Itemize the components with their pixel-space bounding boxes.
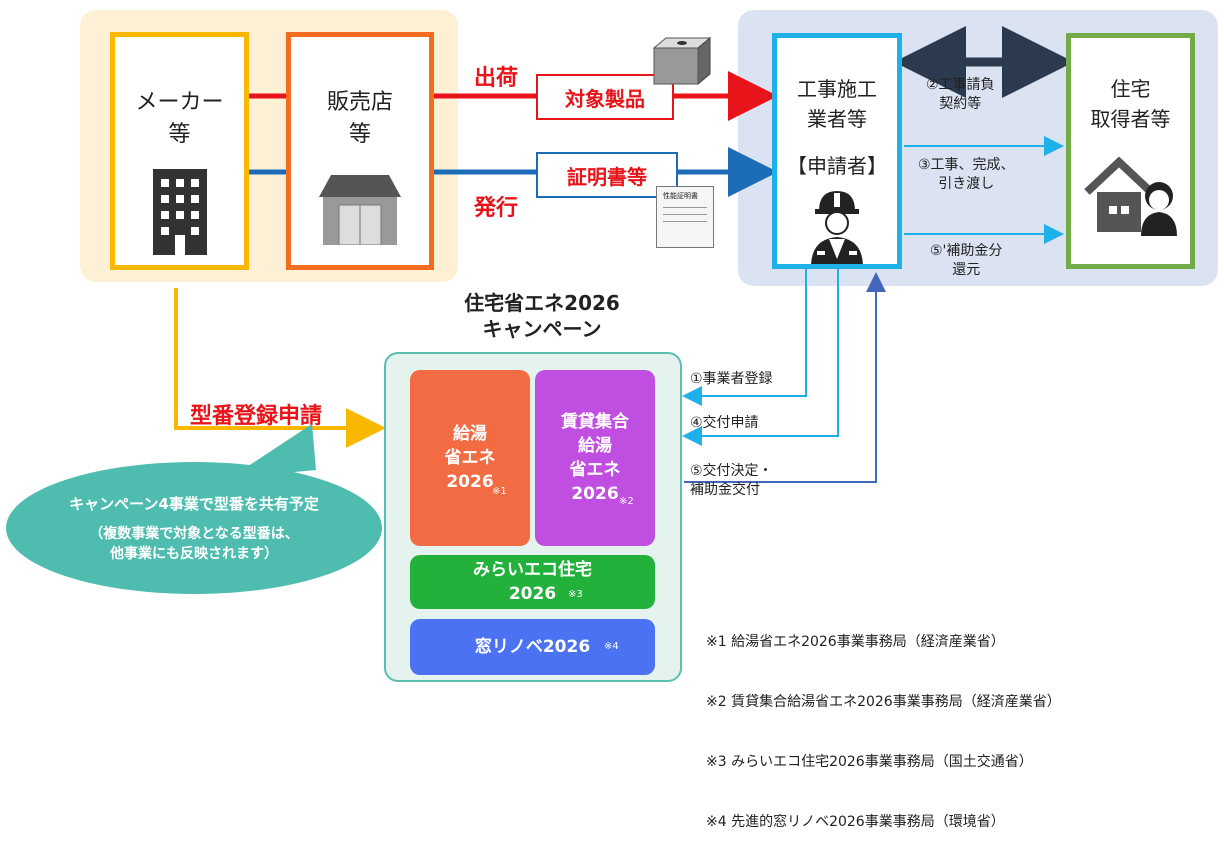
buyer-title: 住宅 取得者等 <box>1090 77 1171 131</box>
register-label: ①事業者登録 <box>690 371 773 387</box>
maker-box: メーカー 等 <box>110 32 249 270</box>
register-arrow <box>682 269 807 406</box>
program-chintai-label: 賃貸集合 給湯 省エネ 2026 <box>561 412 629 504</box>
program-mirai: みらいエコ住宅 2026 ※3 <box>410 555 655 609</box>
footnotes: ※1 給湯省エネ2026事業事務局（経済産業省） ※2 賃貸集合給湯省エネ202… <box>706 592 1061 852</box>
bubble-line2: （複数事業で対象となる型番は、 他事業にも反映されます） <box>89 525 299 562</box>
shipping-label: 出荷 <box>474 66 519 91</box>
contract-label: ②工事請負 契約等 <box>926 77 995 112</box>
applicant-label: 【申請者】 <box>787 154 887 178</box>
program-kyuto-label: 給湯 省エネ 2026 <box>444 424 496 492</box>
flow-arrows <box>174 26 1074 483</box>
apply-arrow <box>682 269 839 446</box>
program-mirai-mark: ※3 <box>568 589 583 600</box>
decision-arrow <box>684 272 886 483</box>
program-kyuto-mark: ※1 <box>492 486 507 497</box>
footnote-4: ※4 先進的窓リノベ2026事業事務局（環境省） <box>706 814 1005 830</box>
apply-label: ④交付申請 <box>690 415 759 431</box>
product-box-icon <box>652 36 712 86</box>
model-registration-label: 型番登録申請 <box>190 404 323 429</box>
footnote-2: ※2 賃貸集合給湯省エネ2026事業事務局（経済産業省） <box>706 694 1061 710</box>
sharing-bubble: キャンペーン4事業で型番を共有予定 （複数事業で対象となる型番は、 他事業にも反… <box>6 462 382 594</box>
product-tag: 対象製品 <box>536 74 674 120</box>
program-kyuto: 給湯 省エネ 2026 ※1 <box>410 370 530 546</box>
program-mirai-label: みらいエコ住宅 2026 <box>473 560 592 604</box>
certificate-doc-icon: 性能証明書 <box>656 186 714 248</box>
refund-label: ⑤'補助金分 還元 <box>930 243 1003 278</box>
house-person-icon <box>1083 156 1177 236</box>
buyer-box: 住宅 取得者等 <box>1066 33 1195 269</box>
footnote-1: ※1 給湯省エネ2026事業事務局（経済産業省） <box>706 634 1005 650</box>
worker-icon <box>811 191 863 264</box>
builder-box: 工事施工 業者等 【申請者】 <box>772 33 902 269</box>
campaign-title: 住宅省エネ2026 キャンペーン <box>464 291 620 341</box>
maker-title: メーカー 等 <box>135 90 224 147</box>
footnote-3: ※3 みらいエコ住宅2026事業事務局（国土交通省） <box>706 754 1033 770</box>
certificate-doc-title: 性能証明書 <box>663 192 698 200</box>
program-chintai: 賃貸集合 給湯 省エネ 2026 ※2 <box>535 370 655 546</box>
decision-label: ⑤交付決定・ 補助金交付 <box>690 463 773 498</box>
program-mado-label: 窓リノベ2026 <box>474 637 591 657</box>
builder-title: 工事施工 業者等 <box>797 77 877 131</box>
certificate-tag: 証明書等 <box>536 152 678 198</box>
program-mado: 窓リノベ2026 ※4 <box>410 619 655 675</box>
delivery-label: ③工事、完成、 引き渡し <box>918 157 1015 192</box>
program-mado-mark: ※4 <box>604 641 619 652</box>
issue-label: 発行 <box>474 196 519 221</box>
program-chintai-mark: ※2 <box>619 496 634 507</box>
shop-title: 販売店 等 <box>326 90 393 147</box>
store-icon <box>319 175 401 245</box>
shop-box: 販売店 等 <box>286 32 434 270</box>
building-icon <box>152 169 207 255</box>
bubble-line1: キャンペーン4事業で型番を共有予定 <box>69 494 319 513</box>
